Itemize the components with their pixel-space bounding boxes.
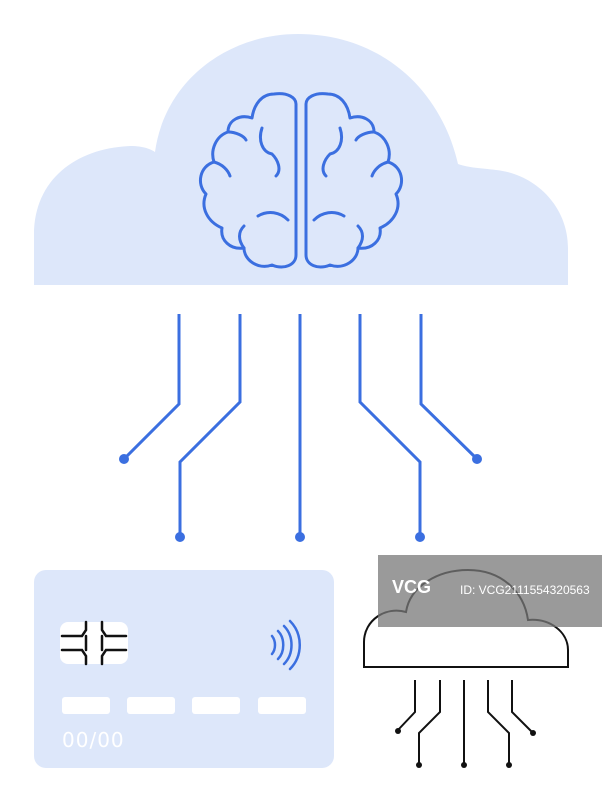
card-number-block <box>62 697 110 714</box>
card-number-block <box>127 697 175 714</box>
card-expiry: 00/00 <box>62 728 125 752</box>
card-number-block <box>258 697 306 714</box>
circuit-lines <box>122 314 479 537</box>
cloud-large-icon <box>34 34 568 285</box>
circuit-node <box>295 532 305 542</box>
watermark: VCG ID: VCG2111554320563 <box>378 555 602 627</box>
circuit-line-4 <box>358 314 422 537</box>
small-circuit-nodes <box>395 728 536 768</box>
circuit-line-1 <box>122 314 181 461</box>
circuit-node <box>175 532 185 542</box>
circuit-line-2 <box>178 314 242 537</box>
circuit-node <box>119 454 129 464</box>
watermark-logo: VCG <box>392 577 432 597</box>
card-number-blocks <box>62 697 306 714</box>
watermark-id: ID: VCG2111554320563 <box>460 583 590 597</box>
chip-icon <box>60 620 128 666</box>
contactless-icon <box>270 619 301 671</box>
circuit-nodes <box>119 454 482 542</box>
credit-card <box>34 570 334 768</box>
circuit-node <box>472 454 482 464</box>
card-number-block <box>192 697 240 714</box>
circuit-node <box>415 532 425 542</box>
brain-icon <box>198 92 404 269</box>
circuit-line-5 <box>419 314 479 461</box>
small-circuit-lines <box>397 680 533 764</box>
